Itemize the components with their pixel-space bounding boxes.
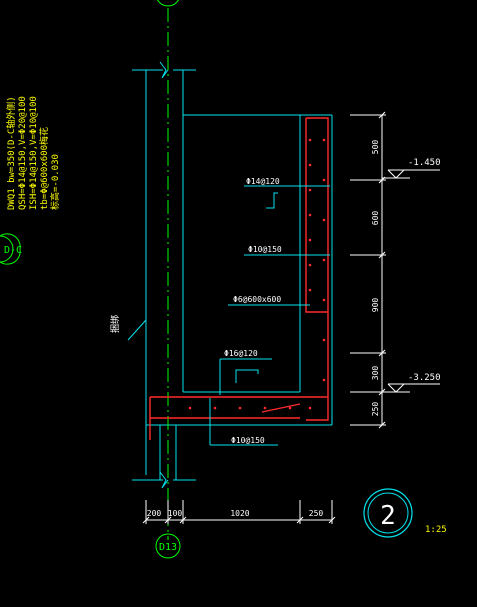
note-line-3: ISH=Φ14@150,V=Φ10@100 <box>29 96 39 210</box>
label-tie: Φ6@600x600 <box>233 295 281 304</box>
vdim-1: 500 <box>371 140 380 155</box>
note-line-2: QSH=Φ14@150,V=Φ20@100 <box>18 96 28 210</box>
hdim-1: 200 <box>147 509 162 518</box>
note-line-5: 标高=-0.030 <box>49 154 61 210</box>
horizontal-dimension <box>142 500 336 524</box>
left-axis-bubble: D-C <box>0 233 22 265</box>
label-bottom-bar: Φ10@150 <box>231 436 265 445</box>
label-side-bar: Φ10@150 <box>248 245 282 254</box>
label-corner-bar: Φ16@120 <box>224 349 258 358</box>
top-axis-bubble <box>157 0 179 7</box>
vdim-5: 250 <box>371 402 380 417</box>
hdim-4: 250 <box>309 509 324 518</box>
leader-lines <box>127 185 330 446</box>
level-label-2: -3.250 <box>408 373 441 383</box>
detail-marker: 2 <box>363 488 413 538</box>
left-axis-label: D-C <box>4 245 22 256</box>
hdim-3: 1020 <box>230 509 249 518</box>
side-label: 捆绑 <box>109 315 121 333</box>
bottom-axis-label: D13 <box>159 542 177 553</box>
vdim-4: 300 <box>371 366 380 381</box>
detail-number: 2 <box>380 501 396 531</box>
rebar <box>149 117 329 440</box>
hdim-2: 100 <box>168 509 183 518</box>
vertical-dimension <box>350 111 386 429</box>
wall-outline <box>132 61 333 489</box>
level-marker-2 <box>382 383 440 393</box>
bar-symbols <box>235 192 278 383</box>
vdim-2: 600 <box>371 211 380 226</box>
scale-label: 1:25 <box>425 525 447 535</box>
level-marker-1 <box>382 169 440 179</box>
note-line-1: DWQ1 bw=350(D-C轴外侧) <box>5 96 17 210</box>
bottom-axis-bubble: D13 <box>155 533 181 559</box>
note-line-4: tb=Φ@600x600梅花 <box>38 127 50 210</box>
rebar-dots <box>188 138 326 410</box>
label-top-bar: Φ14@120 <box>246 177 280 186</box>
vdim-3: 900 <box>371 298 380 313</box>
level-label-1: -1.450 <box>408 158 441 168</box>
notes-block: DWQ1 bw=350(D-C轴外侧) QSH=Φ14@150,V=Φ20@10… <box>5 96 61 210</box>
